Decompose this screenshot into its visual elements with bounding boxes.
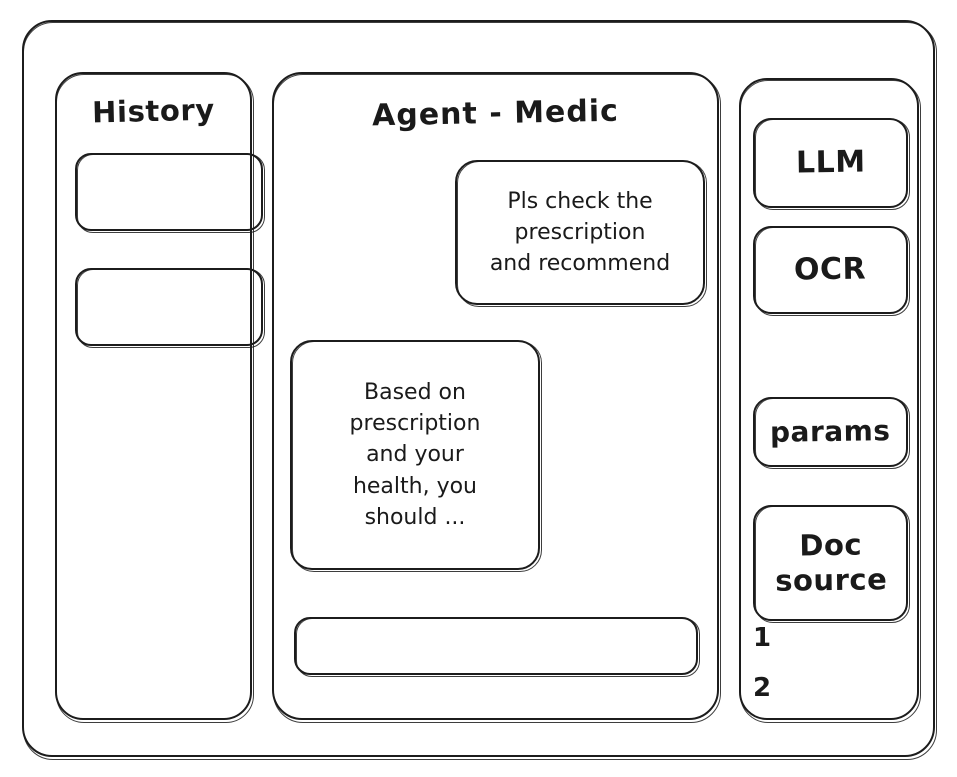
assistant-message-text: Based on prescription and your health, y… (349, 379, 481, 530)
doc-source-ref-item[interactable]: 1 (753, 623, 772, 653)
history-panel-title: History (91, 92, 216, 130)
assistant-message-bubble: Based on prescription and your health, y… (290, 340, 542, 572)
doc-source-ref-item[interactable]: 2 (753, 673, 772, 703)
history-panel: History (55, 72, 265, 723)
tool-button-params[interactable]: params (753, 397, 910, 469)
tool-button-label: Doc source (774, 527, 887, 598)
history-list-item[interactable] (75, 268, 265, 348)
user-message-text: Pls check the prescription and recommend (489, 188, 671, 277)
tool-button-llm[interactable]: LLM (753, 118, 910, 210)
tools-sidebar-panel: LLM OCR params Doc source 1 2 (739, 78, 921, 723)
tool-button-label: params (770, 414, 891, 449)
tool-button-ocr[interactable]: OCR (753, 226, 910, 316)
agent-conversation-panel: Agent - Medic Pls check the prescription… (272, 72, 721, 723)
message-composer-input[interactable] (294, 617, 700, 677)
tool-button-doc-source[interactable]: Doc source (753, 505, 910, 623)
user-message-bubble: Pls check the prescription and recommend (455, 160, 707, 307)
history-list-item[interactable] (75, 153, 265, 233)
tool-button-label: OCR (794, 251, 867, 288)
tool-button-label: LLM (795, 144, 866, 181)
agent-panel-title: Agent - Medic (371, 93, 620, 134)
